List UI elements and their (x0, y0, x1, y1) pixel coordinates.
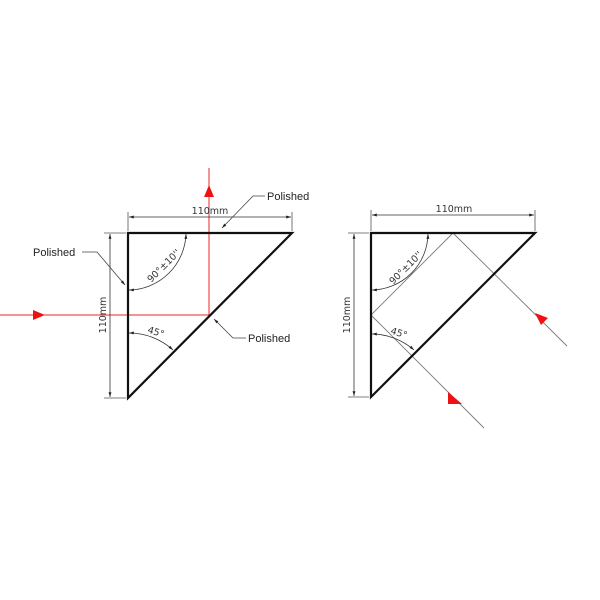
top-face-label: Polished (267, 191, 309, 203)
right-right-angle-arc (371, 233, 430, 292)
right-prism-outline (369, 231, 538, 400)
left-face-label: Polished (33, 247, 75, 259)
right-beam-arrow-out-icon (448, 392, 462, 404)
left-prism-outline (126, 231, 295, 401)
right-height-dimension: 110mm (342, 297, 353, 334)
hypotenuse-face-label: Polished (248, 333, 290, 345)
right-beam-internal (370, 232, 454, 316)
left-height-dimension: 110mm (98, 297, 109, 334)
left-right-angle-label: 90°±10'' (145, 247, 183, 285)
left-width-dimension: 110mm (192, 206, 229, 217)
right-base-angle-arc (371, 332, 415, 351)
left-base-angle-label: 45° (146, 325, 165, 341)
right-beam-incoming (452, 232, 568, 347)
left-base-angle-arc (128, 331, 174, 351)
left-prism: 110mm 110mm 90°±10'' 45° Polished Polish… (0, 168, 309, 401)
left-beam-arrow-up-icon (204, 185, 214, 197)
right-prism: 110mm 110mm 90°±10'' 45° (342, 204, 568, 429)
left-face-leader (82, 251, 126, 286)
right-width-dimension: 110mm (436, 204, 473, 215)
left-beam-arrow-right-icon (33, 310, 45, 320)
hypotenuse-face-leader (213, 318, 246, 339)
right-right-angle-label: 90°±10'' (387, 249, 425, 287)
left-right-angle-arc (128, 233, 188, 292)
top-face-leader (221, 195, 265, 229)
right-base-angle-label: 45° (389, 326, 408, 342)
right-beam-outgoing (370, 314, 485, 429)
right-beam-arrow-in-icon (535, 313, 548, 325)
